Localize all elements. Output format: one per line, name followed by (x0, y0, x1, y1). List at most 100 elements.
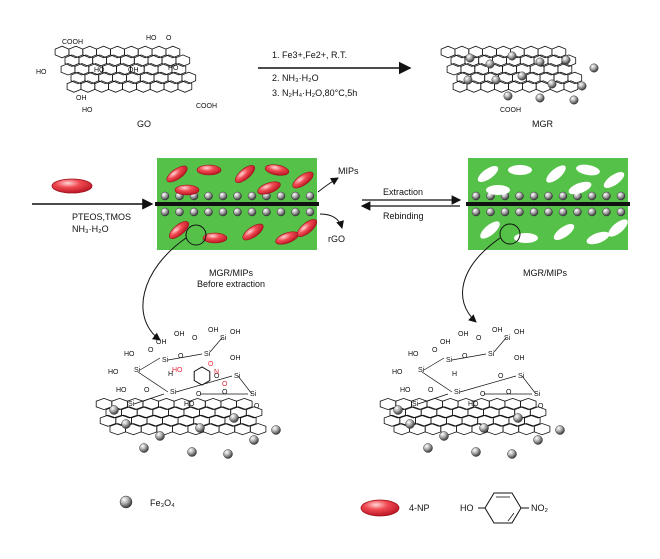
mips-pointer-arrow (317, 177, 339, 193)
o-label: O (166, 35, 172, 42)
fe3o4-particle (423, 443, 433, 453)
graphene-ring (121, 406, 138, 419)
graphene-ring (220, 397, 237, 411)
graphene-ring (96, 45, 111, 59)
fe3o4-particle (109, 405, 119, 415)
fe3o4-particle (189, 207, 199, 217)
graphene-ring (519, 54, 535, 67)
template-molecule (168, 221, 190, 239)
graphene-ring (64, 54, 80, 67)
graphene-ring (60, 63, 76, 76)
graphene-ring (171, 423, 189, 436)
graphene-ring (68, 45, 84, 59)
graphene-ring (147, 54, 163, 67)
cooh-label: COOH (500, 107, 521, 114)
graphene-ring (379, 397, 397, 411)
graphene-ring (236, 397, 253, 411)
template-n-label: N (214, 369, 219, 376)
atom-label: O (538, 403, 544, 410)
template-molecule (264, 164, 290, 176)
atom-label: OH (208, 327, 219, 334)
si-label: Si (454, 389, 461, 396)
graphene-ring (112, 71, 127, 85)
graphene-ring (70, 71, 86, 85)
template-molecule (234, 165, 256, 183)
graphene-ring (167, 71, 183, 85)
fe3o4-particle (513, 413, 523, 423)
oh-label: OH (76, 95, 87, 102)
nitrophenol-no2-label: NO₂ (531, 503, 548, 513)
fe3o4-particle (507, 449, 517, 459)
graphene-ring (108, 80, 123, 93)
graphene-ring (518, 423, 535, 436)
graphene-ring (467, 406, 484, 419)
rgo-sheet (466, 202, 630, 206)
fe3o4-particle (160, 191, 170, 201)
fe3o4-particle (479, 423, 489, 433)
cooh-label: COOH (196, 103, 217, 110)
siloxane-bond (451, 353, 487, 361)
nitrophenol-ho-label: HO (460, 503, 474, 513)
reagent-label-2: NH₃·H₂O (72, 224, 109, 234)
mgr-structure: COOH (440, 45, 599, 114)
graphene-ring (482, 45, 497, 59)
4np-legend-icon (360, 499, 400, 517)
imprinted-cavity (603, 171, 625, 189)
ho-label: HO (82, 107, 93, 114)
si-label: Si (128, 401, 135, 408)
atom-label: OH (458, 331, 469, 338)
fe3o4-particle (405, 419, 415, 429)
graphene-ring (177, 80, 193, 93)
atom-label: OH (230, 329, 241, 336)
graphene-ring (498, 71, 513, 85)
fe3o4-particle (500, 207, 510, 217)
graphene-ring (502, 63, 517, 76)
caption-left-line2: Before extraction (196, 279, 266, 289)
atom-label: O (214, 373, 220, 380)
graphene-ring (502, 423, 520, 436)
graphene-ring (218, 423, 236, 436)
siloxane-bond (137, 371, 169, 393)
fe3o4-particle (587, 207, 597, 217)
atom-label: HO (116, 387, 127, 394)
graphene-ring (561, 54, 577, 67)
4np-legend-label: 4-NP (409, 503, 430, 513)
imprinted-cavity (553, 223, 575, 241)
graphene-ring (455, 423, 473, 436)
mgr-mips-before-extraction (155, 158, 319, 250)
fe3o4-particle (533, 435, 543, 445)
fe3o4-particle (305, 191, 315, 201)
graphene-ring (450, 54, 466, 67)
graphene-ring (151, 45, 167, 59)
template-o-label: O (208, 361, 214, 368)
fe3o4-particle (535, 93, 545, 103)
oh-label: OH (128, 67, 139, 74)
siloxane-bond (423, 357, 445, 371)
fe3o4-particle (515, 191, 524, 201)
fe3o4-particle (247, 191, 257, 201)
rebinding-label: Rebinding (383, 211, 424, 221)
fe3o4-particle (465, 53, 475, 63)
atom-label: HO (108, 369, 119, 376)
si-label: Si (234, 373, 241, 380)
graphene-ring (553, 71, 569, 85)
fe3o4-particle (503, 91, 513, 101)
graphene-ring (245, 406, 263, 419)
atom-label: O (254, 403, 260, 410)
graphene-ring (442, 397, 459, 411)
fe3o4-particle (558, 207, 568, 217)
siloxane-bond (493, 337, 507, 353)
fe3o4-particle (577, 81, 587, 91)
imprinted-cavity (608, 219, 628, 237)
atom-label: O (148, 347, 154, 354)
si-label: Si (518, 373, 525, 380)
graphene-ring (80, 80, 96, 93)
graphene-ring (152, 406, 169, 419)
fe3o4-particle (471, 447, 481, 457)
atom-label: O (506, 389, 512, 396)
atom-label: O (462, 353, 468, 360)
fe3o4-particle (218, 191, 228, 201)
graphene-ring (124, 45, 139, 59)
fe3o4-particle (616, 207, 626, 217)
atom-label: OH (440, 339, 451, 346)
